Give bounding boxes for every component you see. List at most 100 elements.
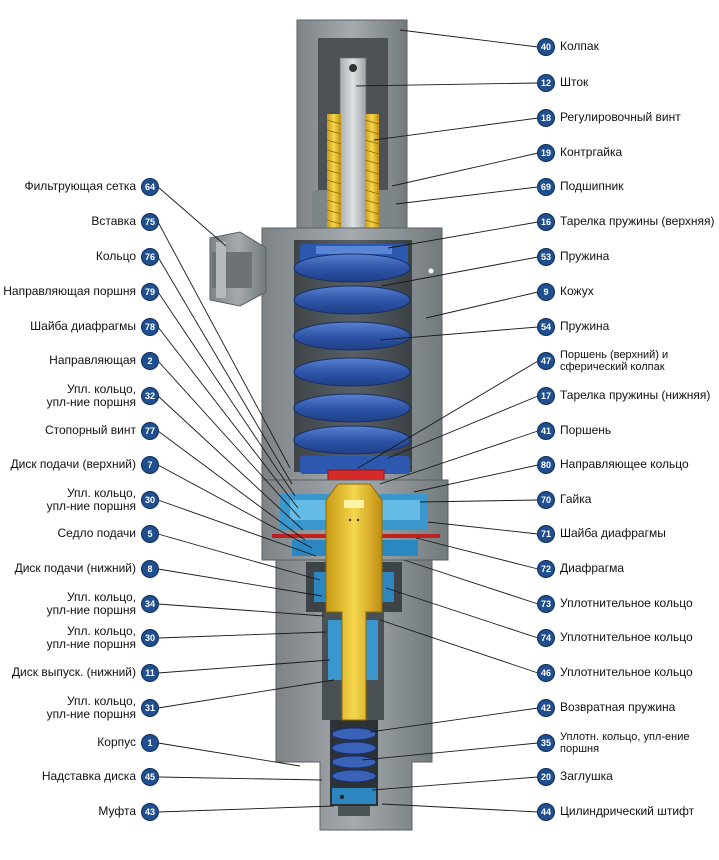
main-spring	[293, 253, 411, 455]
callout-badge: 35	[538, 735, 554, 751]
leader-line	[157, 533, 321, 581]
callout-badge: 41	[538, 423, 554, 439]
callout-badge: 72	[538, 561, 554, 577]
callout-badge: 43	[142, 804, 158, 820]
callout-label: Вставка	[91, 214, 136, 228]
callout-badge: 45	[142, 769, 158, 785]
leader-line	[387, 221, 539, 249]
callout-label: Тарелка пружины (нижняя)	[560, 388, 711, 402]
callout-badge: 53	[538, 249, 554, 265]
callout-badge: 17	[538, 388, 554, 404]
callout-label: Шайба диафрагмы	[30, 319, 136, 333]
callout-badge: 30	[142, 630, 158, 646]
callout-label: Уплотн. кольцо, упл-ение поршня	[560, 731, 690, 755]
callout-badge: 20	[538, 769, 554, 785]
callout-badge: 31	[142, 700, 158, 716]
callout-badge: 79	[142, 284, 158, 300]
leader-line	[413, 464, 539, 493]
leader-line	[157, 186, 227, 247]
callout-badge: 75	[142, 214, 158, 230]
callout-label: Стопорный винт	[44, 423, 136, 437]
return-spring	[331, 727, 377, 783]
callout-badge: 77	[142, 423, 158, 439]
callout-label: Упл. кольцо, упл-ние поршня	[46, 486, 136, 513]
callout-badge: 9	[538, 284, 554, 300]
callout-badge: 80	[538, 457, 554, 473]
leader-line	[395, 186, 539, 205]
callout-badge: 46	[538, 665, 554, 681]
callout-label: Подшипник	[560, 179, 624, 193]
leader-line	[157, 776, 323, 781]
callout-badge: 44	[538, 804, 554, 820]
callout-label: Пружина	[560, 319, 610, 333]
callout-label: Поршень	[560, 423, 612, 437]
callout-badge: 47	[538, 353, 554, 369]
callout-badge: 12	[538, 75, 554, 91]
callout-label: Корпус	[97, 735, 136, 749]
spring-coil	[293, 285, 411, 315]
leader-line	[385, 587, 539, 639]
return-spring-coil	[331, 727, 377, 741]
callout-label: Возвратная пружина	[560, 700, 676, 714]
callout-label: Контргайка	[560, 145, 623, 159]
leader-line	[419, 499, 539, 503]
callout-label: Заглушка	[560, 769, 613, 783]
callout-label: Уплотнительное кольцо	[560, 665, 693, 679]
callout-badge: 76	[142, 249, 158, 265]
leader-line	[371, 776, 539, 791]
callout-label: Регулировочный винт	[560, 110, 681, 124]
callout-label: Цилиндрический штифт	[560, 804, 695, 818]
callout-badge: 8	[142, 561, 158, 577]
callout-label: Уплотнительное кольцо	[560, 630, 693, 644]
callout-label: Надставка диска	[41, 769, 136, 783]
callout-label: Диск подачи (верхний)	[10, 457, 136, 471]
leader-line	[379, 430, 539, 485]
callout-badge: 7	[142, 457, 158, 473]
callout-label: Уплотнительное кольцо	[560, 596, 693, 610]
callout-label: Упл. кольцо, упл-ние поршня	[46, 694, 136, 721]
leader-line	[369, 707, 539, 733]
leader-line	[361, 742, 539, 761]
callout-badge: 19	[538, 145, 554, 161]
callout-badge: 18	[538, 110, 554, 126]
callout-badge: 34	[142, 596, 158, 612]
callout-label: Колпак	[560, 39, 599, 53]
leader-line	[381, 256, 539, 287]
callout-label: Шток	[560, 75, 589, 89]
callout-label: Поршень (верхний) и сферический колпак	[560, 349, 669, 373]
callout-label: Кольцо	[95, 249, 136, 263]
spring-coil	[293, 393, 411, 423]
callout-badge: 40	[538, 39, 554, 55]
callout-label: Упл. кольцо, упл-ние поршня	[46, 590, 136, 617]
callout-badge: 54	[538, 319, 554, 335]
callout-badge: 73	[538, 596, 554, 612]
leader-line	[157, 326, 299, 509]
leader-line	[157, 256, 293, 485]
leader-line	[157, 464, 313, 549]
callout-label: Направляющее кольцо	[560, 457, 689, 471]
leader-line	[399, 29, 539, 48]
leader-line	[157, 360, 301, 519]
callout-badge: 71	[538, 526, 554, 542]
leader-line	[157, 742, 301, 767]
return-spring-coil	[331, 755, 377, 769]
piston	[325, 483, 383, 721]
callout-label: Диск подачи (нижний)	[14, 561, 136, 575]
spring-coil	[293, 425, 411, 455]
callout-badge: 42	[538, 700, 554, 716]
leader-line	[381, 803, 539, 813]
spring-coil	[293, 357, 411, 387]
leader-line	[157, 805, 335, 813]
callout-badge: 5	[142, 526, 158, 542]
leader-line	[157, 679, 335, 709]
leader-line	[387, 395, 539, 459]
leader-line	[425, 291, 539, 319]
leader-line	[427, 521, 539, 535]
leader-line	[157, 499, 317, 557]
callout-label: Упл. кольцо, упл-ние поршня	[46, 382, 136, 409]
leader-line	[157, 291, 296, 497]
callout-label: Направляющая	[49, 353, 136, 367]
callout-label: Диафрагма	[560, 561, 625, 575]
